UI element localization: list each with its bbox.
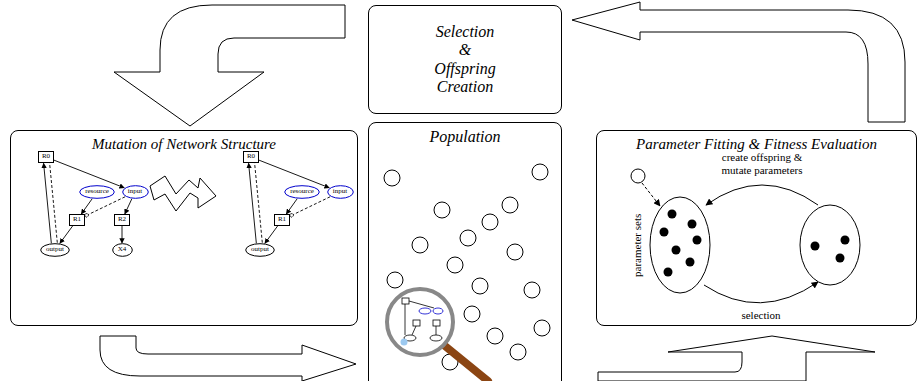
reaction-link	[259, 160, 329, 188]
node-label: resource	[85, 188, 109, 196]
stage-title: Mutation of Network Structure	[11, 136, 357, 153]
parameter-sets	[631, 169, 860, 303]
reaction-box: R0	[243, 151, 259, 163]
cycle-arrow	[572, 2, 905, 122]
node-label: R1	[275, 216, 289, 224]
species-ellipse: resource	[79, 185, 115, 199]
node-label: R0	[244, 153, 258, 161]
node-label: R1	[70, 216, 84, 224]
node-label: resource	[290, 188, 314, 196]
reaction-link	[60, 226, 73, 243]
species-ellipse: resource	[284, 185, 320, 199]
stage-title: Selection & Offspring Creation	[429, 23, 501, 97]
node-label: input	[333, 188, 347, 196]
node-label: R0	[39, 153, 53, 161]
reaction-link	[122, 226, 123, 243]
reaction-box: R1	[69, 214, 85, 226]
species-ellipse: input	[122, 185, 149, 199]
species-ellipse: X4	[112, 243, 133, 257]
reaction-link	[125, 199, 132, 214]
cycle-label: selection	[729, 309, 793, 322]
stage-panel: Population	[368, 122, 562, 381]
species-ellipse: input	[327, 185, 354, 199]
reaction-link	[81, 199, 92, 214]
node-label: output	[46, 246, 64, 254]
magnifier	[387, 289, 488, 381]
node-label: R2	[115, 216, 129, 224]
regulation-link	[255, 163, 263, 243]
reaction-link	[265, 226, 278, 243]
reaction-link	[286, 199, 297, 214]
reaction-link	[54, 160, 124, 188]
regulation-link	[50, 163, 58, 243]
axis-label: parameter sets	[632, 213, 645, 276]
cycle-arrow	[598, 336, 875, 381]
node-label: output	[251, 246, 269, 254]
population-individuals	[384, 164, 550, 370]
reaction-link	[44, 163, 52, 243]
mutation-arrow	[150, 176, 216, 211]
cycle-arrow	[100, 336, 356, 381]
reaction-box: R2	[114, 214, 130, 226]
species-ellipse: output	[245, 243, 275, 257]
reaction-box: R0	[38, 151, 54, 163]
stage-panel: Mutation of Network StructureR0 resource i…	[10, 130, 358, 326]
cycle-arrow	[114, 5, 345, 126]
reaction-box: R1	[274, 214, 290, 226]
regulation-link	[290, 197, 330, 216]
node-label: X4	[118, 246, 127, 254]
stage-panel: Selection & Offspring Creation	[368, 5, 562, 114]
node-label: input	[128, 188, 142, 196]
cycle-label: create offspring & mutate parameters	[706, 151, 818, 176]
species-ellipse: output	[40, 243, 70, 257]
stage-title: Parameter Fitting & Fitness Evaluation	[597, 136, 916, 153]
reaction-link	[249, 163, 257, 243]
stage-title: Population	[369, 128, 561, 146]
